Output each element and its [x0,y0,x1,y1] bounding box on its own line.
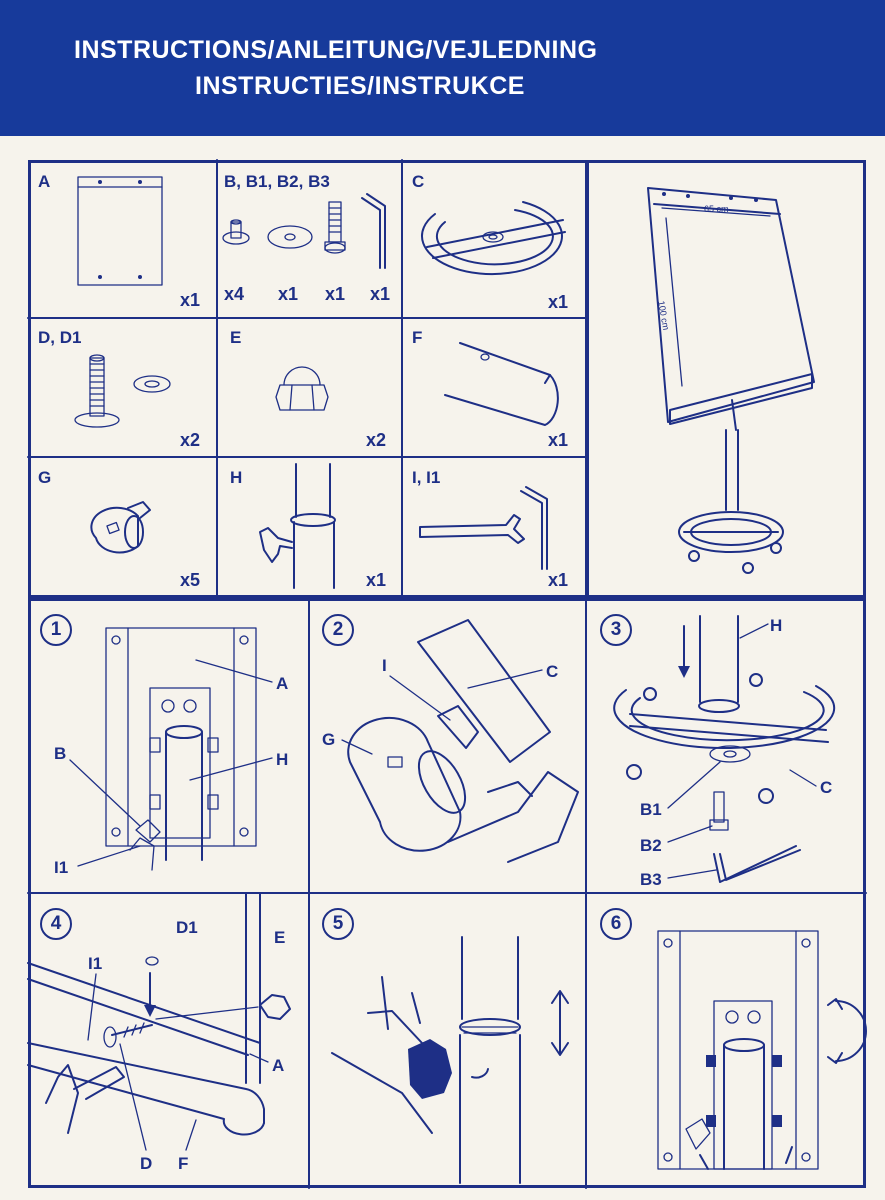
step-2-callout-i: I [382,656,387,675]
part-a-qty: x1 [180,290,201,310]
step-1-number: 1 [40,614,72,646]
step-4-callout-i1: I1 [88,954,103,973]
part-b-qty-3: x1 [325,284,346,304]
part-b-qty-1: x4 [224,284,245,304]
step-5-illustration [331,936,569,1184]
part-h-pole-icon [259,463,336,589]
step-4-callout-d: D [140,1154,153,1173]
step-3-callout-b1: B1 [640,800,662,819]
part-a-label: A [38,172,51,191]
step-4-callout-e: E [274,928,286,947]
step-4-callout-f: F [178,1154,189,1173]
step-1-illustration [105,627,257,871]
part-h-label: H [230,468,243,487]
part-b-qty-2: x1 [278,284,299,304]
step-2-callout-g: G [322,730,336,749]
step-3-number: 3 [600,614,632,646]
step-2-number: 2 [322,614,354,646]
part-i-wrench-icon [419,486,548,570]
step-3-callout-c: C [820,778,833,797]
part-d-bolt-icon [74,354,171,428]
step-1-callout-h: H [276,750,289,769]
step-6-number: 6 [600,908,632,940]
part-e-label: E [230,328,242,347]
part-f-label: F [412,328,423,347]
part-f-tray-icon [444,342,559,426]
part-c-base-ring-icon [421,201,566,276]
step-4-callout-d1: D1 [176,918,198,937]
step-4-illustration [27,892,291,1136]
part-c-label: C [412,172,425,191]
part-g-caster-icon [90,501,151,554]
step-3-callout-b3: B3 [640,870,662,889]
step-2-illustration [347,619,579,863]
step-2-callout-c: C [546,662,559,681]
title-line-2: INSTRUCTIES/INSTRUKCE [195,72,525,100]
step-6-illustration [657,930,867,1170]
overview-width-label: 65 cm [704,204,729,214]
header-banner: INSTRUCTIONS/ANLEITUNG/VEJLEDNING INSTRU… [0,0,885,136]
step-1-callout-a: A [276,674,289,693]
part-b-label: B, B1, B2, B3 [224,172,330,191]
step-5-number: 5 [322,908,354,940]
part-b-qty-4: x1 [370,284,391,304]
part-g-qty: x5 [180,570,201,590]
part-e-qty: x2 [366,430,387,450]
step-3-illustration [613,615,836,883]
part-e-cap-nut-icon [275,366,329,411]
part-h-qty: x1 [366,570,387,590]
step-1-callout-i1: I1 [54,858,69,877]
title-line-1: INSTRUCTIONS/ANLEITUNG/VEJLEDNING [74,36,598,64]
part-g-label: G [38,468,52,487]
step-4-callout-a: A [272,1056,285,1075]
flipchart-overview-icon [647,187,815,574]
part-i-label: I, I1 [412,468,441,487]
overview-frame [586,160,866,598]
step-4-number: 4 [40,908,72,940]
part-a-board-icon [77,176,163,286]
part-b-screws-icon [222,193,386,269]
part-c-qty: x1 [548,292,569,312]
part-d-label: D, D1 [38,328,82,347]
part-i-qty: x1 [548,570,569,590]
part-d-qty: x2 [180,430,201,450]
part-f-qty: x1 [548,430,569,450]
step-1-callout-b: B [54,744,67,763]
step-3-callout-h: H [770,616,783,635]
step-3-callout-b2: B2 [640,836,662,855]
